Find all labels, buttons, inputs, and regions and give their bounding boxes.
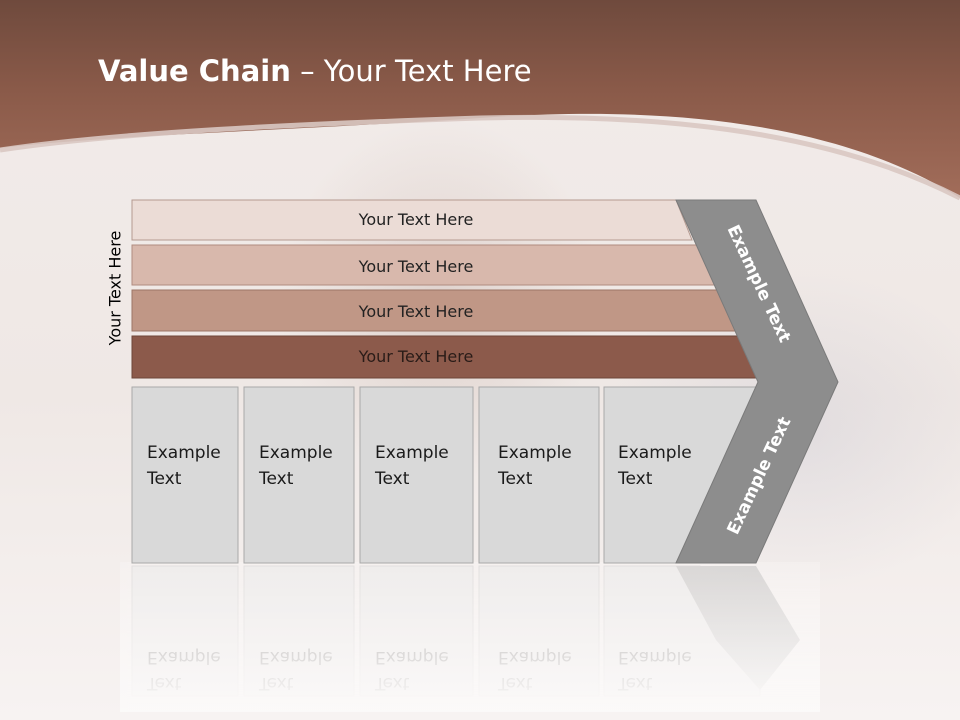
column-3-line1: Example [375,443,449,463]
column-3: Example Text [359,386,474,564]
row-2-label: Your Text Here [358,257,474,276]
chevron-arrow: Example Text Example Text [675,199,839,564]
title-bold: Value Chain [98,54,291,88]
reflection: Example Text Example Text Example Text E… [120,562,820,712]
column-5-line2: Text [617,469,653,489]
row-2: Your Text Here [131,244,718,286]
column-3-line2: Text [374,469,410,489]
header-arc [0,114,960,201]
row-1: Your Text Here [131,199,693,241]
title-rest: – Your Text Here [290,54,532,88]
column-4: Example Text [478,386,600,564]
column-2: Example Text [243,386,355,564]
column-1: Example Text [131,386,239,564]
row-4-label: Your Text Here [358,347,474,366]
page-title: Value Chain – Your Text Here [98,54,532,88]
column-1-line2: Text [146,469,182,489]
column-5-line1: Example [618,443,692,463]
column-2-line2: Text [258,469,294,489]
column-2-line1: Example [259,443,333,463]
column-5: Example Text [603,386,761,564]
column-1-line1: Example [147,443,221,463]
row-4: Your Text Here [131,335,764,379]
column-4-line2: Text [497,469,533,489]
column-4-line1: Example [498,443,572,463]
row-3-label: Your Text Here [358,302,474,321]
row-3: Your Text Here [131,289,740,332]
row-1-label: Your Text Here [358,210,474,229]
